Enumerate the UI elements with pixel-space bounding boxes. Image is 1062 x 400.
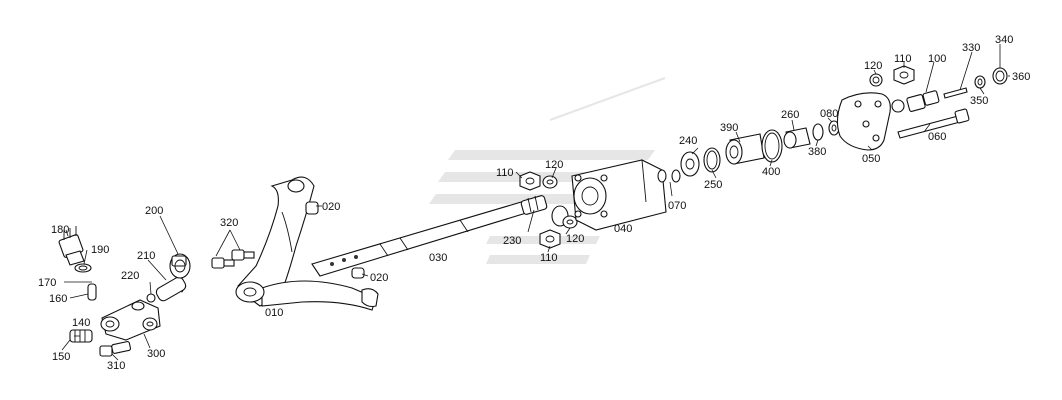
label-120-top: 120 — [864, 60, 882, 72]
label-040: 040 — [614, 223, 632, 235]
label-380: 380 — [808, 146, 826, 158]
selector-fork-010 — [235, 176, 379, 311]
label-350: 350 — [970, 95, 988, 107]
label-330: 330 — [962, 42, 980, 54]
label-150: 150 — [52, 351, 70, 363]
nut-110-top — [893, 65, 915, 85]
washer-190 — [74, 263, 92, 273]
plug-140 — [69, 329, 93, 343]
sleeve-260 — [783, 127, 811, 149]
ring-400 — [761, 129, 783, 163]
bolt-060 — [897, 108, 970, 139]
pin-160 — [87, 283, 97, 301]
detent-housing-300 — [100, 299, 161, 341]
washer-120-lower — [562, 215, 578, 229]
label-390: 390 — [720, 122, 738, 134]
label-300: 300 — [147, 348, 165, 360]
piston-230 — [520, 195, 548, 215]
label-020-lower: 020 — [370, 272, 388, 284]
label-180: 180 — [51, 224, 69, 236]
label-100: 100 — [928, 53, 946, 65]
nut-110-upper — [519, 171, 541, 191]
pin-330 — [943, 87, 968, 99]
washer-120-top — [869, 73, 883, 87]
label-110-cyl-upper: 110 — [496, 167, 514, 179]
label-210: 210 — [137, 250, 155, 262]
label-060: 060 — [928, 131, 946, 143]
label-310: 310 — [107, 360, 125, 372]
label-400: 400 — [762, 166, 780, 178]
label-250: 250 — [704, 179, 722, 191]
ball-220 — [146, 293, 156, 303]
label-030: 030 — [429, 252, 447, 264]
label-230: 230 — [503, 235, 521, 247]
o-rings-070 — [657, 169, 681, 183]
washer-350 — [974, 75, 986, 89]
label-110-cyl-lower: 110 — [540, 252, 558, 264]
bolt-310 — [99, 341, 132, 357]
label-110-top: 110 — [894, 53, 912, 65]
label-340: 340 — [995, 34, 1013, 46]
label-360: 360 — [1012, 71, 1030, 83]
ring-380 — [812, 123, 824, 141]
label-120-cyl-upper: 120 — [545, 159, 563, 171]
nut-110-lower — [539, 229, 561, 249]
label-260: 260 — [781, 109, 799, 121]
pad-020-upper — [305, 201, 319, 215]
label-320: 320 — [220, 217, 238, 229]
label-140: 140 — [72, 317, 90, 329]
label-050: 050 — [862, 153, 880, 165]
label-220: 220 — [121, 270, 139, 282]
ring-250 — [703, 147, 721, 173]
label-080: 080 — [820, 108, 838, 120]
label-190: 190 — [91, 244, 109, 256]
leader-lines — [61, 44, 1010, 361]
label-200: 200 — [145, 205, 163, 217]
disk-240 — [680, 151, 700, 177]
bolts-320 — [211, 249, 255, 269]
cover-plate-050 — [836, 92, 891, 151]
label-020-upper: 020 — [322, 201, 340, 213]
pad-020-lower — [351, 267, 365, 279]
label-120-cyl-lower: 120 — [566, 233, 584, 245]
piston-390 — [725, 133, 765, 165]
fitting-100 — [891, 90, 940, 113]
plug-200 — [169, 253, 191, 279]
plug-360 — [992, 67, 1008, 85]
part-labels: 010 020 020 030 040 050 060 070 080 100 … — [38, 34, 1030, 372]
label-240: 240 — [679, 135, 697, 147]
cylinder-housing-040 — [571, 159, 667, 231]
spring-210 — [155, 276, 187, 302]
label-010: 010 — [265, 307, 283, 319]
washer-120-upper — [542, 175, 558, 189]
label-160: 160 — [49, 293, 67, 305]
label-070: 070 — [668, 200, 686, 212]
switch-180 — [58, 226, 85, 266]
label-170: 170 — [38, 277, 56, 289]
